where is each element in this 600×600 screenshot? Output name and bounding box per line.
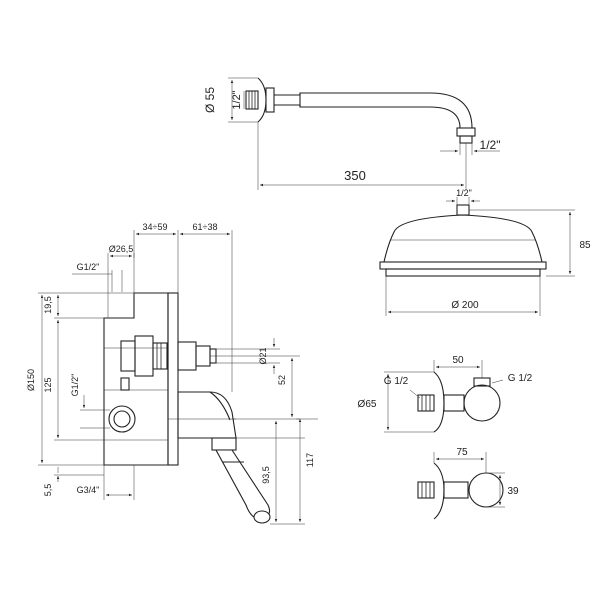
shower-head: 1/2" 85 Ø 200 (379, 188, 591, 316)
elbow2-flange (433, 462, 445, 520)
lever-rosette-curve (209, 391, 231, 421)
elbow1-g12-right-label: G 1/2 (508, 373, 533, 384)
elbow2-outlet-head (468, 472, 504, 508)
elbow1-d65-label: Ø65 (358, 399, 377, 410)
arm-dia-label: Ø 55 (203, 87, 217, 113)
diverter-rosette (177, 341, 197, 371)
mixer-dimensions: 34÷59 61÷38 Ø26,5 G1/2" Ø150 19,5 125 G1… (26, 222, 318, 525)
mixer-117-label: 117 (305, 453, 315, 467)
mixer-wall-plate (167, 292, 179, 466)
head-dome (383, 214, 543, 263)
arm-thread-left-label: 1/2" (231, 90, 243, 109)
mixer-top-cartridge-back (120, 340, 136, 372)
head-dia-label: Ø 200 (451, 300, 479, 311)
mixer-195-label: 19,5 (43, 296, 53, 314)
shower-arm: Ø 55 1/2" 1/2" 350 (203, 77, 501, 190)
mixer-side-outlet (108, 405, 136, 433)
arm-flange (257, 77, 267, 123)
lever-base (211, 437, 237, 451)
lever-rosette (177, 391, 237, 439)
mixer-55-label: 5,5 (43, 484, 53, 497)
head-rim (379, 261, 547, 270)
head-thread-label: 1/2" (456, 188, 472, 198)
arm-tube-bottom (274, 104, 461, 129)
lever-handle-tip (253, 510, 271, 524)
elbow2-39-label: 39 (507, 486, 519, 497)
mixer-top-cartridge-neck (152, 342, 168, 370)
mixer-g12-side-label: G1/2" (70, 374, 80, 397)
mixer-125-label: 125 (43, 377, 53, 392)
arm-outlet-nut (456, 127, 476, 137)
mixer-range1-label: 34÷59 (143, 222, 168, 232)
mixer-935-label: 93,5 (261, 466, 271, 484)
mixer-d150-label: Ø150 (26, 369, 36, 391)
elbow1-body (443, 394, 465, 412)
elbow1-flange (433, 371, 445, 433)
head-height-label: 85 (579, 240, 591, 251)
mixer-body (103, 292, 169, 466)
arm-length-label: 350 (344, 168, 366, 183)
mixer-52-label: 52 (277, 375, 287, 385)
mixer-g34-label: G3/4" (77, 485, 100, 495)
mixer-range2-label: 61÷38 (193, 222, 218, 232)
head-connector (456, 204, 470, 216)
elbow2-75-label: 75 (456, 447, 468, 458)
arm-thread-right-label: 1/2" (480, 138, 501, 152)
elbow1-outlet-head (463, 384, 501, 422)
mixer-dia265-label: Ø26,5 (109, 244, 134, 254)
wall-elbow-2: 75 39 (417, 447, 519, 520)
elbow1-50-label: 50 (452, 355, 464, 366)
diverter-knob (195, 345, 211, 367)
head-plate (385, 268, 541, 277)
wall-elbow-1: 50 G 1/2 G 1/2 Ø65 (358, 355, 533, 433)
elbow1-g12-left-label: G 1/2 (384, 376, 409, 387)
mixer-top-cartridge (134, 335, 154, 377)
arm-tube-top (274, 92, 473, 129)
mixer-g12-top-label: G1/2" (77, 262, 100, 272)
arm-flange-collar (265, 87, 275, 113)
mixer-indicator (120, 377, 130, 391)
elbow2-body (443, 481, 469, 499)
mixer-valve (103, 292, 271, 524)
arm-outlet-thread (459, 135, 473, 144)
